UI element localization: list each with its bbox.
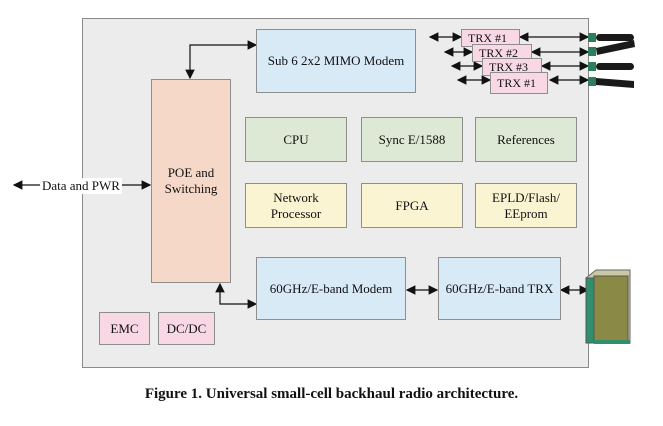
network-processor-block: Network Processor — [245, 183, 347, 228]
poe-mmw-arrow — [215, 282, 258, 309]
antenna-icon — [588, 40, 635, 56]
references-block: References — [475, 117, 577, 162]
epld-flash-eeprom-block: EPLD/Flash/ EEprom — [475, 183, 577, 228]
poe-mimo-arrow — [185, 40, 258, 80]
mmw-trx-block: 60GHz/E-band TRX — [438, 257, 561, 320]
fpga-block: FPGA — [361, 183, 463, 228]
antenna-icon — [588, 62, 634, 71]
figure-caption: Figure 1. Universal small-cell backhaul … — [144, 386, 519, 402]
mmw-modem-block: 60GHz/E-band Modem — [256, 257, 406, 320]
mmw-antenna-panel-icon — [585, 269, 631, 344]
data-and-power-label: Data and PWR — [40, 178, 122, 194]
poe-switching-block: POE and Switching — [151, 79, 231, 283]
mimo-modem-block: Sub 6 2x2 MIMO Modem — [256, 29, 416, 93]
transceiver-card: TRX #3 — [482, 58, 542, 76]
transceiver-card: TRX #1 — [490, 72, 548, 94]
antenna-icon — [588, 33, 634, 42]
transceiver-card: TRX #1 — [461, 29, 520, 47]
emc-block: EMC — [99, 312, 150, 345]
sync-block: Sync E/1588 — [361, 117, 463, 162]
cpu-block: CPU — [245, 117, 347, 162]
dcdc-block: DC/DC — [158, 312, 215, 345]
antenna-icon — [588, 77, 634, 88]
